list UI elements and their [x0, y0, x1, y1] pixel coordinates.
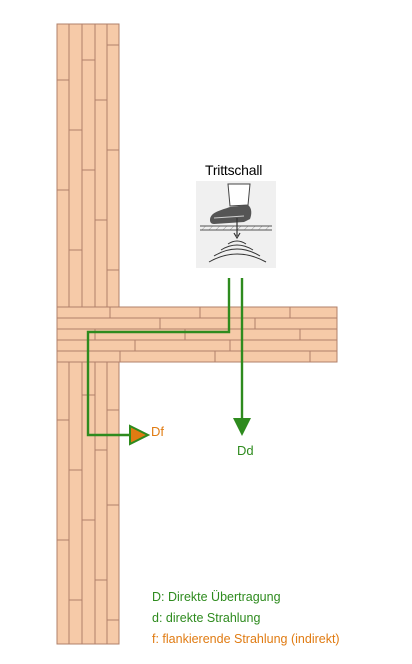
vertical-wall-upper — [56, 23, 120, 308]
path-direct-dd — [233, 278, 251, 436]
foot-impact-icon — [196, 181, 276, 268]
legend-item-direct-transmission: D: Direkte Übertragung — [152, 590, 281, 604]
diagram-title: Trittschall — [205, 162, 263, 178]
legend-item-flanking-radiation: f: flankierende Strahlung (indirekt) — [152, 632, 340, 646]
label-dd: Dd — [237, 443, 254, 458]
label-df: Df — [151, 424, 164, 439]
path-flanking-df — [86, 278, 231, 446]
legend-item-direct-radiation: d: direkte Strahlung — [152, 611, 261, 625]
floor-slab — [56, 306, 338, 363]
